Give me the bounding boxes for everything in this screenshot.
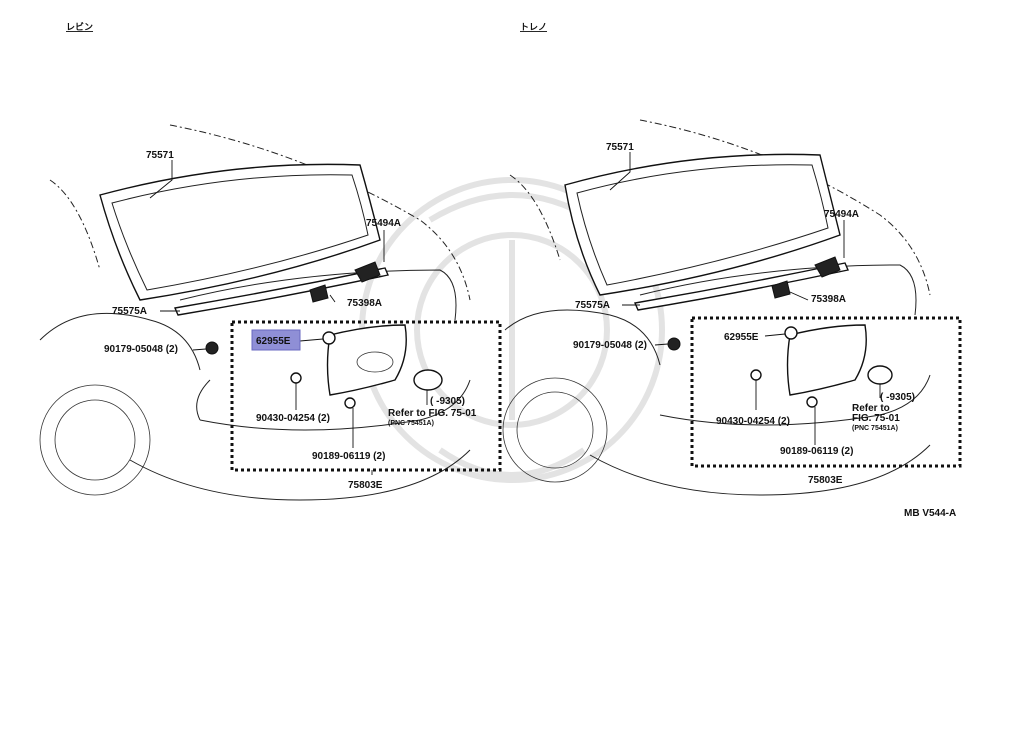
label-90189: 90189-06119 (2) — [312, 451, 385, 462]
label-90179-r: 90179-05048 (2) — [573, 340, 647, 351]
label-75398A: 75398A — [347, 298, 382, 309]
label-75398A-r: 75398A — [811, 294, 846, 305]
left-diagram: 75571 75494A 75575A 75398A 62955E 90179-… — [39, 124, 502, 501]
body-dash-line-roof — [169, 124, 471, 301]
wheel — [39, 384, 151, 496]
label-range-r: ( -9305) — [880, 392, 915, 403]
bracket-75494A — [354, 261, 381, 283]
label-refer: Refer to FIG. 75-01 — [388, 408, 477, 419]
detail-box-right — [690, 316, 962, 468]
label-75803E-r: 75803E — [808, 475, 843, 486]
clip-62955E — [322, 331, 336, 345]
watermark-emblem — [359, 177, 665, 483]
label-75494A: 75494A — [366, 218, 401, 229]
bumper-lower — [129, 449, 471, 501]
label-75575A-r: 75575A — [575, 300, 610, 311]
body-dash-line — [49, 179, 101, 271]
label-75571-r: 75571 — [606, 142, 634, 153]
body-curve — [196, 379, 211, 421]
wheel-inner — [54, 399, 136, 481]
garnish-emblem — [356, 351, 394, 373]
nut-90189 — [344, 397, 356, 409]
label-75571: 75571 — [146, 150, 174, 161]
label-75494A-r: 75494A — [824, 209, 859, 220]
label-90430-r: 90430-04254 (2) — [716, 416, 790, 427]
detail-box-left — [230, 320, 502, 472]
emblem-part — [413, 369, 443, 391]
label-refer-r: Refer to — [852, 403, 890, 414]
header-right: トレノ — [520, 22, 547, 32]
clip-90179 — [205, 341, 219, 355]
label-refer-pnc-r: (PNC 75451A) — [852, 425, 898, 432]
label-90189-r: 90189-06119 (2) — [780, 446, 853, 457]
highlight-62955E — [251, 329, 301, 351]
label-90179: 90179-05048 (2) — [104, 344, 178, 355]
rear-window-inner — [111, 174, 369, 291]
moulding-strip — [174, 267, 389, 316]
figure-code: MB V544-A — [904, 508, 956, 519]
label-range: ( -9305) — [430, 396, 465, 407]
label-62955E-r[interactable]: 62955E — [724, 332, 759, 343]
label-75575A: 75575A — [112, 306, 147, 317]
bumper-upper — [199, 379, 471, 431]
nut-90430 — [290, 372, 302, 384]
header-left: レビン — [66, 21, 93, 32]
hinge-75398A — [309, 284, 329, 303]
wheel-arch — [39, 312, 201, 371]
label-refer-pnc: (PNC 75451A) — [388, 420, 434, 427]
rear-window-outer — [99, 163, 381, 301]
label-62955E[interactable]: 62955E — [256, 336, 291, 347]
garnish-panel — [326, 324, 407, 396]
label-75803E: 75803E — [348, 480, 383, 491]
label-90430: 90430-04254 (2) — [256, 413, 330, 424]
right-diagram: 75571 75494A 75575A 75398A 62955E 90179-… — [502, 119, 962, 496]
label-refer-fig-r: FIG. 75-01 — [852, 413, 900, 424]
